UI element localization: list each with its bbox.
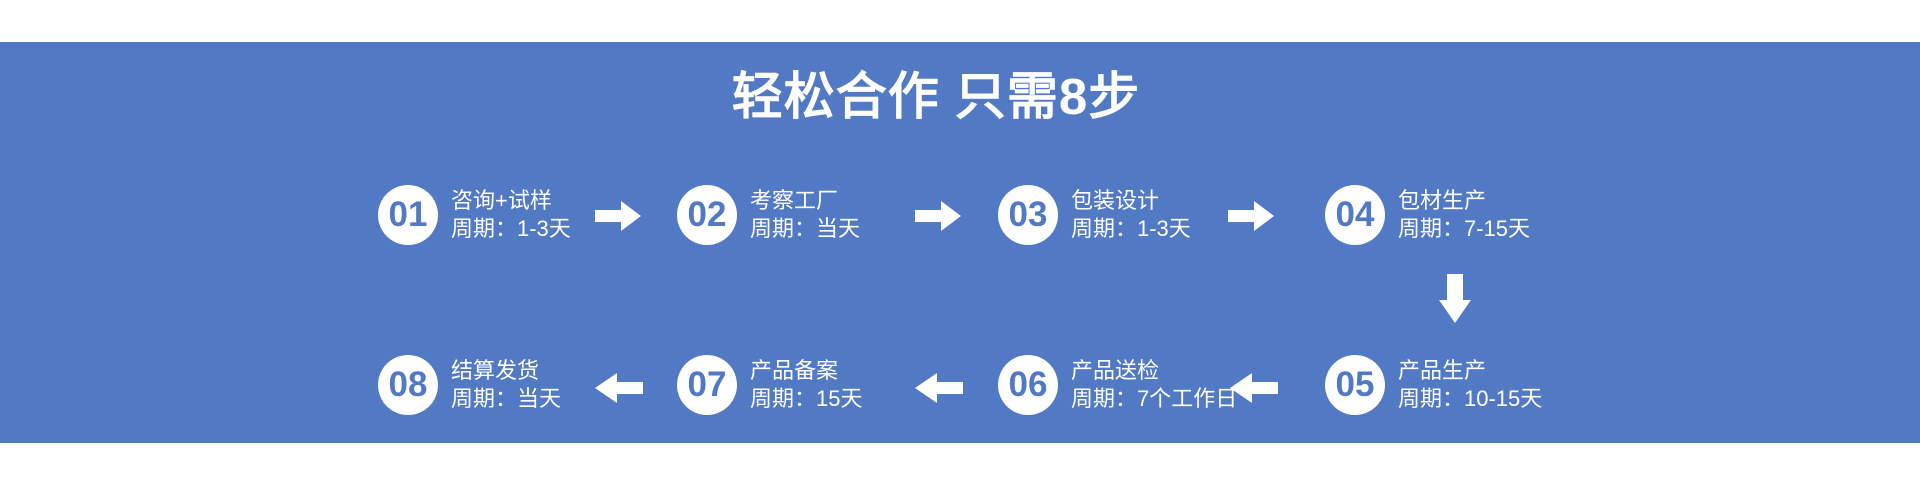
step-07-name: 产品备案 [750, 358, 839, 383]
page-title: 轻松合作 只需8步 [731, 68, 1141, 125]
step-08-number-badge: 08 [378, 355, 438, 415]
step-06-cycle: 周期：7个工作日 [1071, 386, 1238, 411]
step-01: 01 咨询+试样 周期：1-3天 [378, 185, 571, 245]
step-07-text: 产品备案 周期：15天 [750, 357, 862, 413]
step-03: 03 包装设计 周期：1-3天 [998, 185, 1191, 245]
arrow-left-icon [1230, 373, 1278, 403]
step-03-text: 包装设计 周期：1-3天 [1071, 187, 1191, 243]
step-02-name: 考察工厂 [750, 188, 839, 213]
arrow-left-icon [595, 373, 643, 403]
step-07-cycle: 周期：15天 [750, 386, 863, 411]
step-03-cycle: 周期：1-3天 [1071, 216, 1191, 241]
step-01-name: 咨询+试样 [451, 188, 552, 213]
step-04-cycle: 周期：7-15天 [1398, 216, 1531, 241]
step-05-text: 产品生产 周期：10-15天 [1398, 357, 1542, 413]
step-04-text: 包材生产 周期：7-15天 [1398, 187, 1530, 243]
step-06-text: 产品送检 周期：7个工作日 [1071, 357, 1237, 413]
step-02-text: 考察工厂 周期：当天 [750, 187, 860, 243]
step-01-number-badge: 01 [378, 185, 438, 245]
arrow-left-icon [915, 373, 963, 403]
step-08: 08 结算发货 周期：当天 [378, 355, 561, 415]
step-02-number-badge: 02 [677, 185, 737, 245]
step-05-name: 产品生产 [1398, 358, 1487, 383]
step-05-cycle: 周期：10-15天 [1398, 386, 1543, 411]
step-05-number-badge: 05 [1325, 355, 1385, 415]
step-08-text: 结算发货 周期：当天 [451, 357, 561, 413]
step-01-cycle: 周期：1-3天 [451, 216, 571, 241]
step-06: 06 产品送检 周期：7个工作日 [998, 355, 1237, 415]
blue-banner-background [0, 42, 1920, 443]
step-05: 05 产品生产 周期：10-15天 [1325, 355, 1542, 415]
arrow-right-icon [1228, 201, 1274, 231]
arrow-right-icon [595, 201, 641, 231]
step-02: 02 考察工厂 周期：当天 [677, 185, 860, 245]
step-03-name: 包装设计 [1071, 188, 1160, 213]
step-06-number-badge: 06 [998, 355, 1058, 415]
arrow-down-icon [1439, 274, 1471, 323]
step-08-cycle: 周期：当天 [451, 386, 562, 411]
step-04: 04 包材生产 周期：7-15天 [1325, 185, 1530, 245]
step-02-cycle: 周期：当天 [750, 216, 861, 241]
step-06-name: 产品送检 [1071, 358, 1160, 383]
step-07: 07 产品备案 周期：15天 [677, 355, 862, 415]
step-04-number-badge: 04 [1325, 185, 1385, 245]
step-03-number-badge: 03 [998, 185, 1058, 245]
step-01-text: 咨询+试样 周期：1-3天 [451, 187, 571, 243]
arrow-right-icon [915, 201, 961, 231]
step-07-number-badge: 07 [677, 355, 737, 415]
step-04-name: 包材生产 [1398, 188, 1487, 213]
step-08-name: 结算发货 [451, 358, 540, 383]
